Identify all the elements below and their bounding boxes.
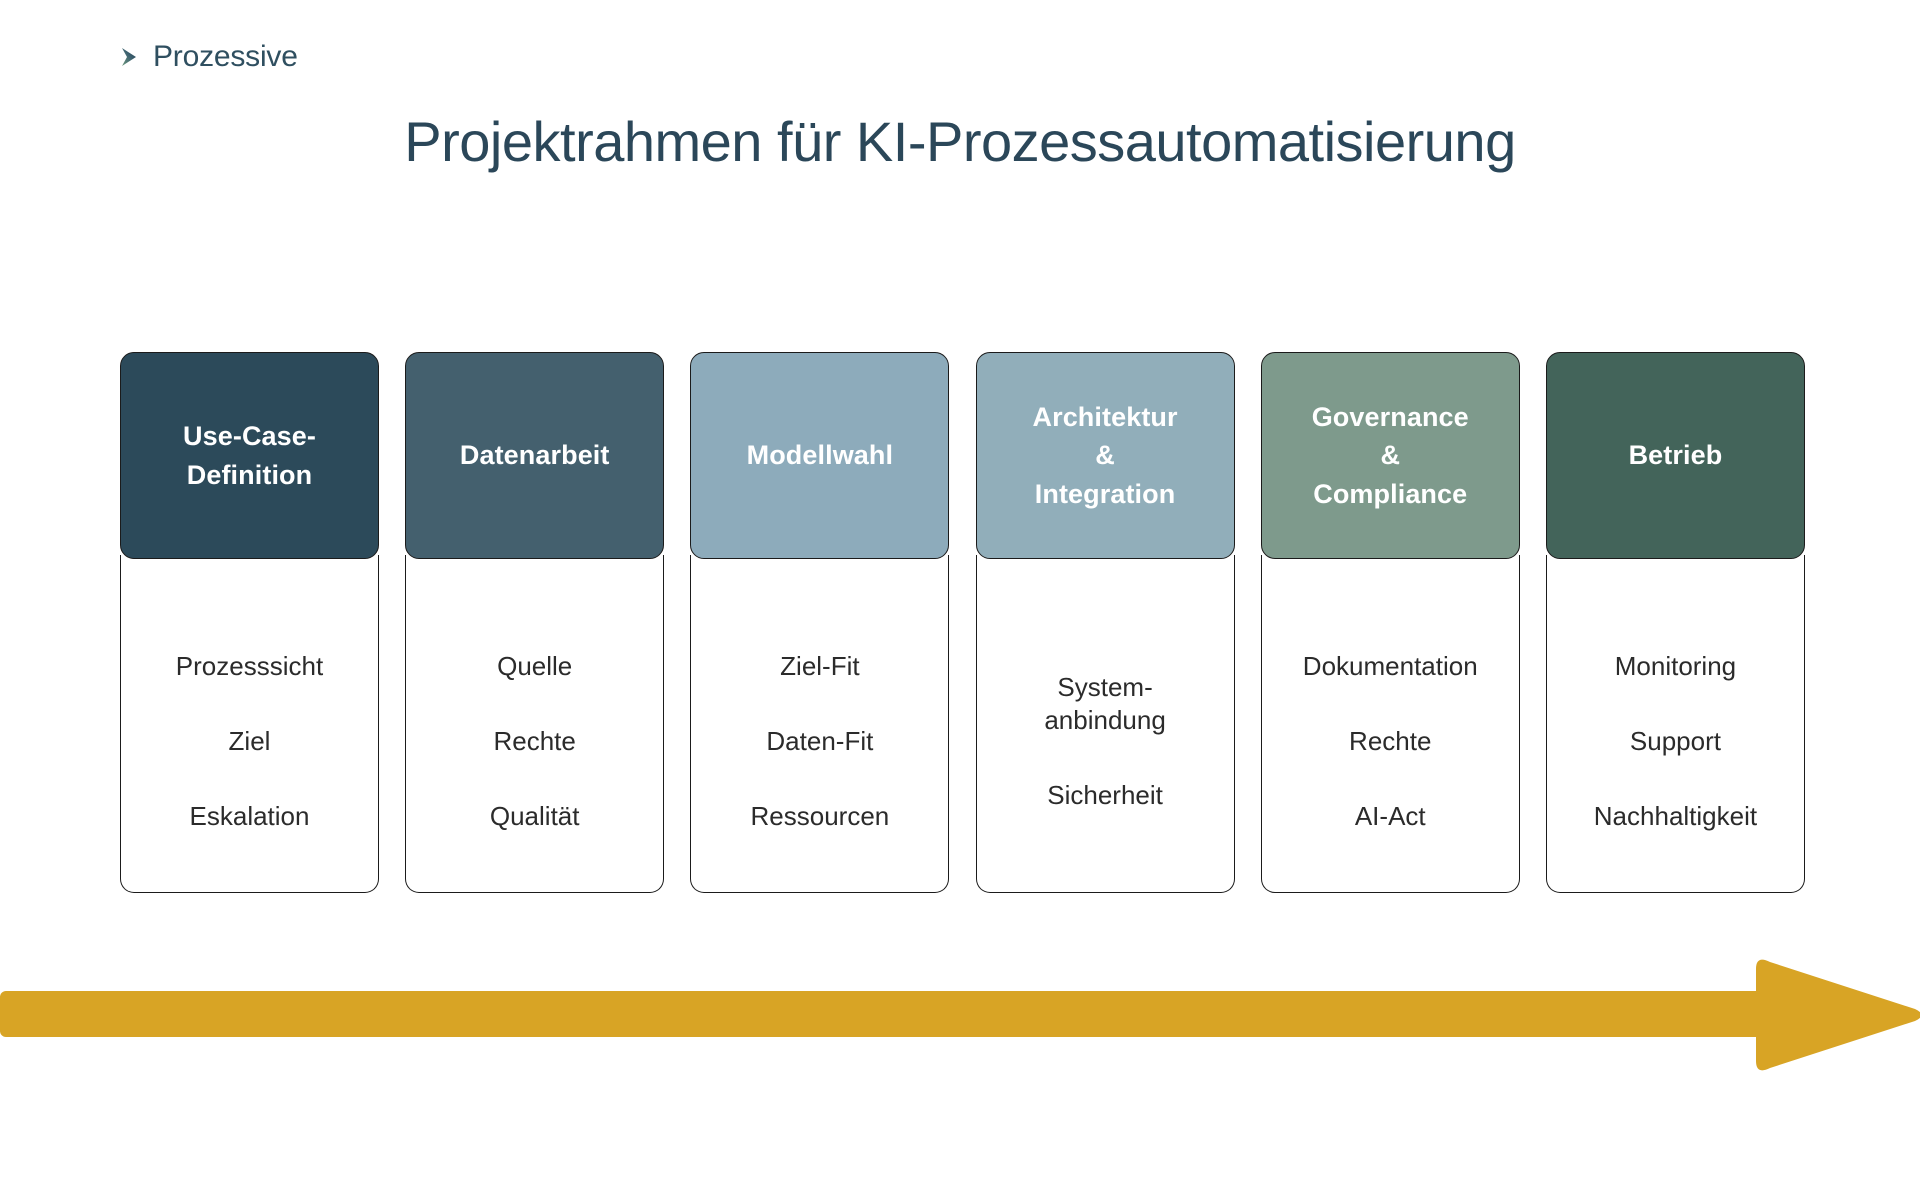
phase-card-header: Governance & Compliance <box>1260 352 1520 559</box>
phase-card-item: Dokumentation <box>1302 650 1478 681</box>
phase-card: Modellwahl Ziel-Fit Daten-Fit Ressourcen <box>690 352 950 893</box>
phase-card-title: Use-Case- Definition <box>183 421 316 490</box>
phase-card-body: Prozesssicht Ziel Eskalation <box>120 555 379 893</box>
phase-card-item: Daten-Fit <box>766 725 874 756</box>
phase-card-header: Datenarbeit <box>405 352 665 559</box>
phase-card-item: Ziel-Fit <box>780 650 860 681</box>
brand-name: Prozessive <box>153 40 298 73</box>
phase-card-header: Architektur & Integration <box>975 352 1235 559</box>
phase-card: Architektur & Integration System- anbind… <box>975 352 1235 893</box>
phase-card-title: Governance & Compliance <box>1311 402 1469 509</box>
phase-card-item: Nachhaltigkeit <box>1593 801 1758 832</box>
phase-card-item: AI-Act <box>1354 801 1426 832</box>
phase-card: Betrieb Monitoring Support Nachhaltigkei… <box>1545 352 1805 893</box>
phase-card-item: Rechte <box>1349 725 1432 756</box>
phase-card-body: Dokumentation Rechte AI-Act <box>1260 555 1520 893</box>
phase-card-items: Prozesssicht Ziel Eskalation <box>129 596 370 834</box>
phase-card-item: Quelle <box>497 650 573 681</box>
phase-card-item: Ressourcen <box>750 801 890 832</box>
page-title: Projektrahmen für KI-Prozessautomatisier… <box>404 110 1516 173</box>
phase-card-item: Eskalation <box>189 801 310 832</box>
phase-card-title: Betrieb <box>1628 440 1723 471</box>
phase-card-item: Support <box>1629 725 1721 756</box>
brand-logo: Prozessive <box>116 42 298 72</box>
phase-card-item: Ziel <box>228 725 271 756</box>
phase-card-title: Datenarbeit <box>459 440 610 471</box>
phase-card-items: System- anbindung Sicherheit <box>985 617 1226 813</box>
phase-card-item: Qualität <box>489 801 580 832</box>
phase-card: Datenarbeit Quelle Rechte Qualität <box>405 352 665 893</box>
phase-card-body: Ziel-Fit Daten-Fit Ressourcen <box>690 555 950 893</box>
phase-card-items: Monitoring Support Nachhaltigkeit <box>1555 596 1796 834</box>
phase-card-body: Monitoring Support Nachhaltigkeit <box>1545 555 1805 893</box>
phase-card-item: Monitoring <box>1614 650 1737 681</box>
phase-card-item: Rechte <box>493 725 576 756</box>
phase-card-header: Use-Case- Definition <box>120 352 379 559</box>
phase-card-header: Betrieb <box>1545 352 1805 559</box>
phase-card: Governance & Compliance Dokumentation Re… <box>1260 352 1520 893</box>
phase-card-item: Sicherheit <box>1047 780 1163 811</box>
phase-card-title: Modellwahl <box>746 440 894 471</box>
phase-card-items: Quelle Rechte Qualität <box>414 596 655 834</box>
phase-card-items: Dokumentation Rechte AI-Act <box>1270 596 1511 834</box>
progress-arrow-icon <box>0 959 1920 1071</box>
phase-card-item: Prozesssicht <box>175 650 324 681</box>
phase-card-title: Architektur & Integration <box>1032 402 1178 509</box>
phase-card: Use-Case- Definition Prozesssicht Ziel E… <box>120 352 379 893</box>
phase-card-item: System- anbindung <box>1044 671 1166 735</box>
phase-card-body: System- anbindung Sicherheit <box>975 555 1235 893</box>
chevron-right-icon <box>122 48 136 66</box>
phase-card-items: Ziel-Fit Daten-Fit Ressourcen <box>699 596 940 834</box>
phase-card-body: Quelle Rechte Qualität <box>405 555 665 893</box>
phase-cards: Use-Case- Definition Prozesssicht Ziel E… <box>120 352 1805 893</box>
phase-card-header: Modellwahl <box>690 352 950 559</box>
